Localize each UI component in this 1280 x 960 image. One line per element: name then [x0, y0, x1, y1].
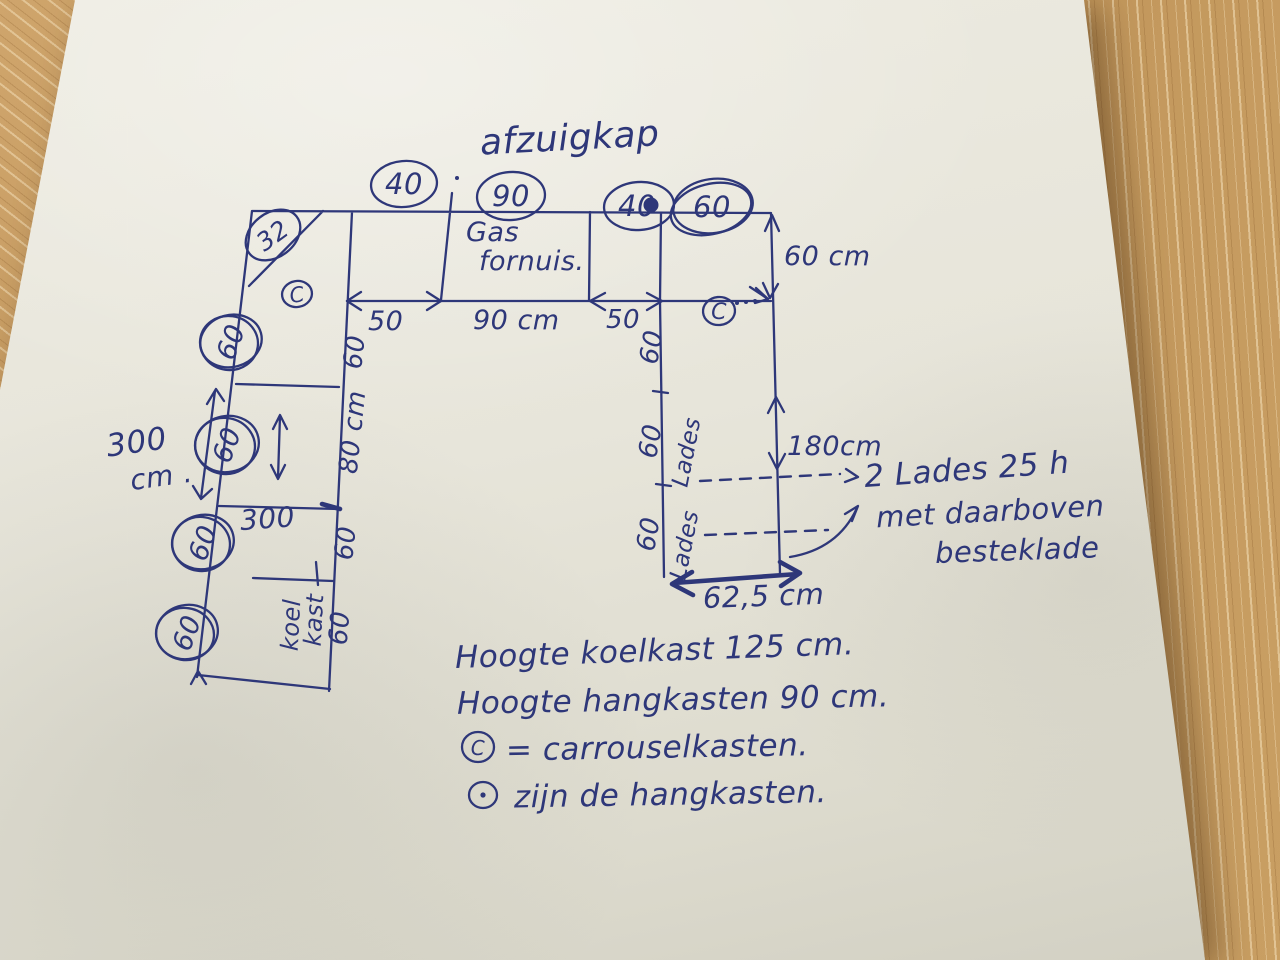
dim-60-cm-right: 60 cm: [784, 241, 871, 272]
dim-62-5-cm: 62,5 cm: [702, 577, 825, 615]
lades-label-bottom: Lades: [666, 508, 705, 582]
dim-300-cm-side-line2: cm .: [128, 456, 194, 497]
stove-label-line2: fornuis.: [479, 246, 585, 277]
dim-60-left-bottom: 60: [324, 610, 357, 647]
carrousel-letter: C: [471, 736, 485, 760]
note-koelkast-height: Hoogte koelkast 125 cm.: [454, 626, 854, 676]
circle-outline: [280, 279, 314, 309]
ink-dot: [744, 300, 748, 304]
circled-width-60-top: 60: [669, 177, 754, 237]
width-60-label: 60: [211, 320, 252, 364]
dim-60-col-bottom: 60: [631, 515, 666, 554]
note-carrousel-legend: C = carrouselkasten.: [460, 727, 809, 769]
note-hangkasten-text: zijn de hangkasten.: [513, 774, 827, 815]
circle-outline: [244, 208, 302, 262]
dimension-arrow-lines: [189, 176, 860, 686]
lades-label-top: Lades: [668, 415, 707, 489]
carrousel-letter: C: [711, 300, 727, 325]
ink-correction-blob: [643, 197, 659, 213]
width-90-label: 90: [492, 179, 530, 213]
dim-80-cm-left: 80 cm: [334, 389, 373, 475]
drawer-note-line2: met daarboven: [875, 488, 1105, 534]
dim-50-right: 50: [606, 305, 640, 335]
hangkast-symbol-legend: [467, 780, 499, 810]
circle-outline: [475, 170, 547, 222]
dim-300-inner: 300: [239, 500, 296, 537]
arrowheads-path: [189, 213, 787, 686]
width-60-label: 60: [167, 611, 208, 655]
carrousel-symbol-legend: [460, 730, 496, 764]
dim-50-left: 50: [368, 306, 403, 337]
kitchen-outline-lines: [195, 191, 782, 693]
drawer-note-line3: besteklade: [934, 530, 1100, 570]
dim-60-left-mid: 60: [329, 525, 362, 562]
circle-outline: [369, 159, 439, 209]
carrousel-symbol-right: C: [701, 295, 737, 327]
koelkast-label-line2: kast: [299, 592, 330, 647]
dim-180-cm: 180cm: [787, 431, 882, 462]
dim-300-cm-side-line1: 300: [104, 420, 169, 464]
ink-dot: [735, 301, 739, 305]
outline-path: [195, 191, 782, 693]
drawer-dashed-leaders: [698, 472, 842, 537]
circle-outline-second-stroke: [669, 181, 753, 237]
circle-outline-second-stroke: [198, 314, 260, 372]
carrousel-symbol-left: C: [280, 279, 314, 309]
circled-width-40-left: 40: [369, 159, 439, 209]
circle-outline-second-stroke: [154, 606, 216, 662]
width-40-left-label: 40: [385, 167, 423, 201]
circled-width-40-right: 40: [602, 180, 676, 232]
note-carrousel-text: = carrouselkasten.: [506, 727, 809, 768]
ink-dot: [753, 299, 757, 303]
stove-label-line1: Gas: [466, 217, 519, 248]
circled-width-60-leftwall-1: 60: [198, 313, 263, 372]
note-hangkasten-height: Hoogte hangkasten 90 cm.: [457, 678, 890, 722]
dim-60-col-mid: 60: [633, 422, 668, 461]
circled-width-60-leftwall-3: 60: [170, 513, 235, 573]
circle-outline-second-stroke: [170, 515, 232, 573]
dim-60-col-top: 60: [634, 328, 669, 367]
width-60-top-label: 60: [693, 190, 731, 224]
circle-outline-second-stroke: [193, 416, 257, 476]
circled-width-90: 90: [475, 170, 547, 222]
width-60-label: 60: [183, 521, 224, 565]
hangkast-symbol-dot: [480, 792, 486, 798]
dim-90-cm: 90 cm: [473, 305, 560, 336]
width-60-label: 60: [207, 423, 248, 467]
koelkast-label-line1: koel: [276, 598, 307, 651]
ink-dot: [455, 176, 459, 180]
note-hangkasten-legend: zijn de hangkasten.: [467, 774, 827, 816]
width-62-5-arrow: [319, 501, 803, 598]
carrousel-letter: C: [288, 282, 307, 308]
circle-outline: [701, 295, 737, 327]
dim-60-under-corner: 60: [338, 334, 371, 371]
drawer-note-line1: 2 Lades 25 h: [863, 445, 1071, 495]
title-afzuigkap: afzuigkap: [479, 113, 660, 163]
drawer-leader-curve: [788, 467, 860, 559]
circled-width-60-leftwall-4: 60: [154, 603, 219, 662]
